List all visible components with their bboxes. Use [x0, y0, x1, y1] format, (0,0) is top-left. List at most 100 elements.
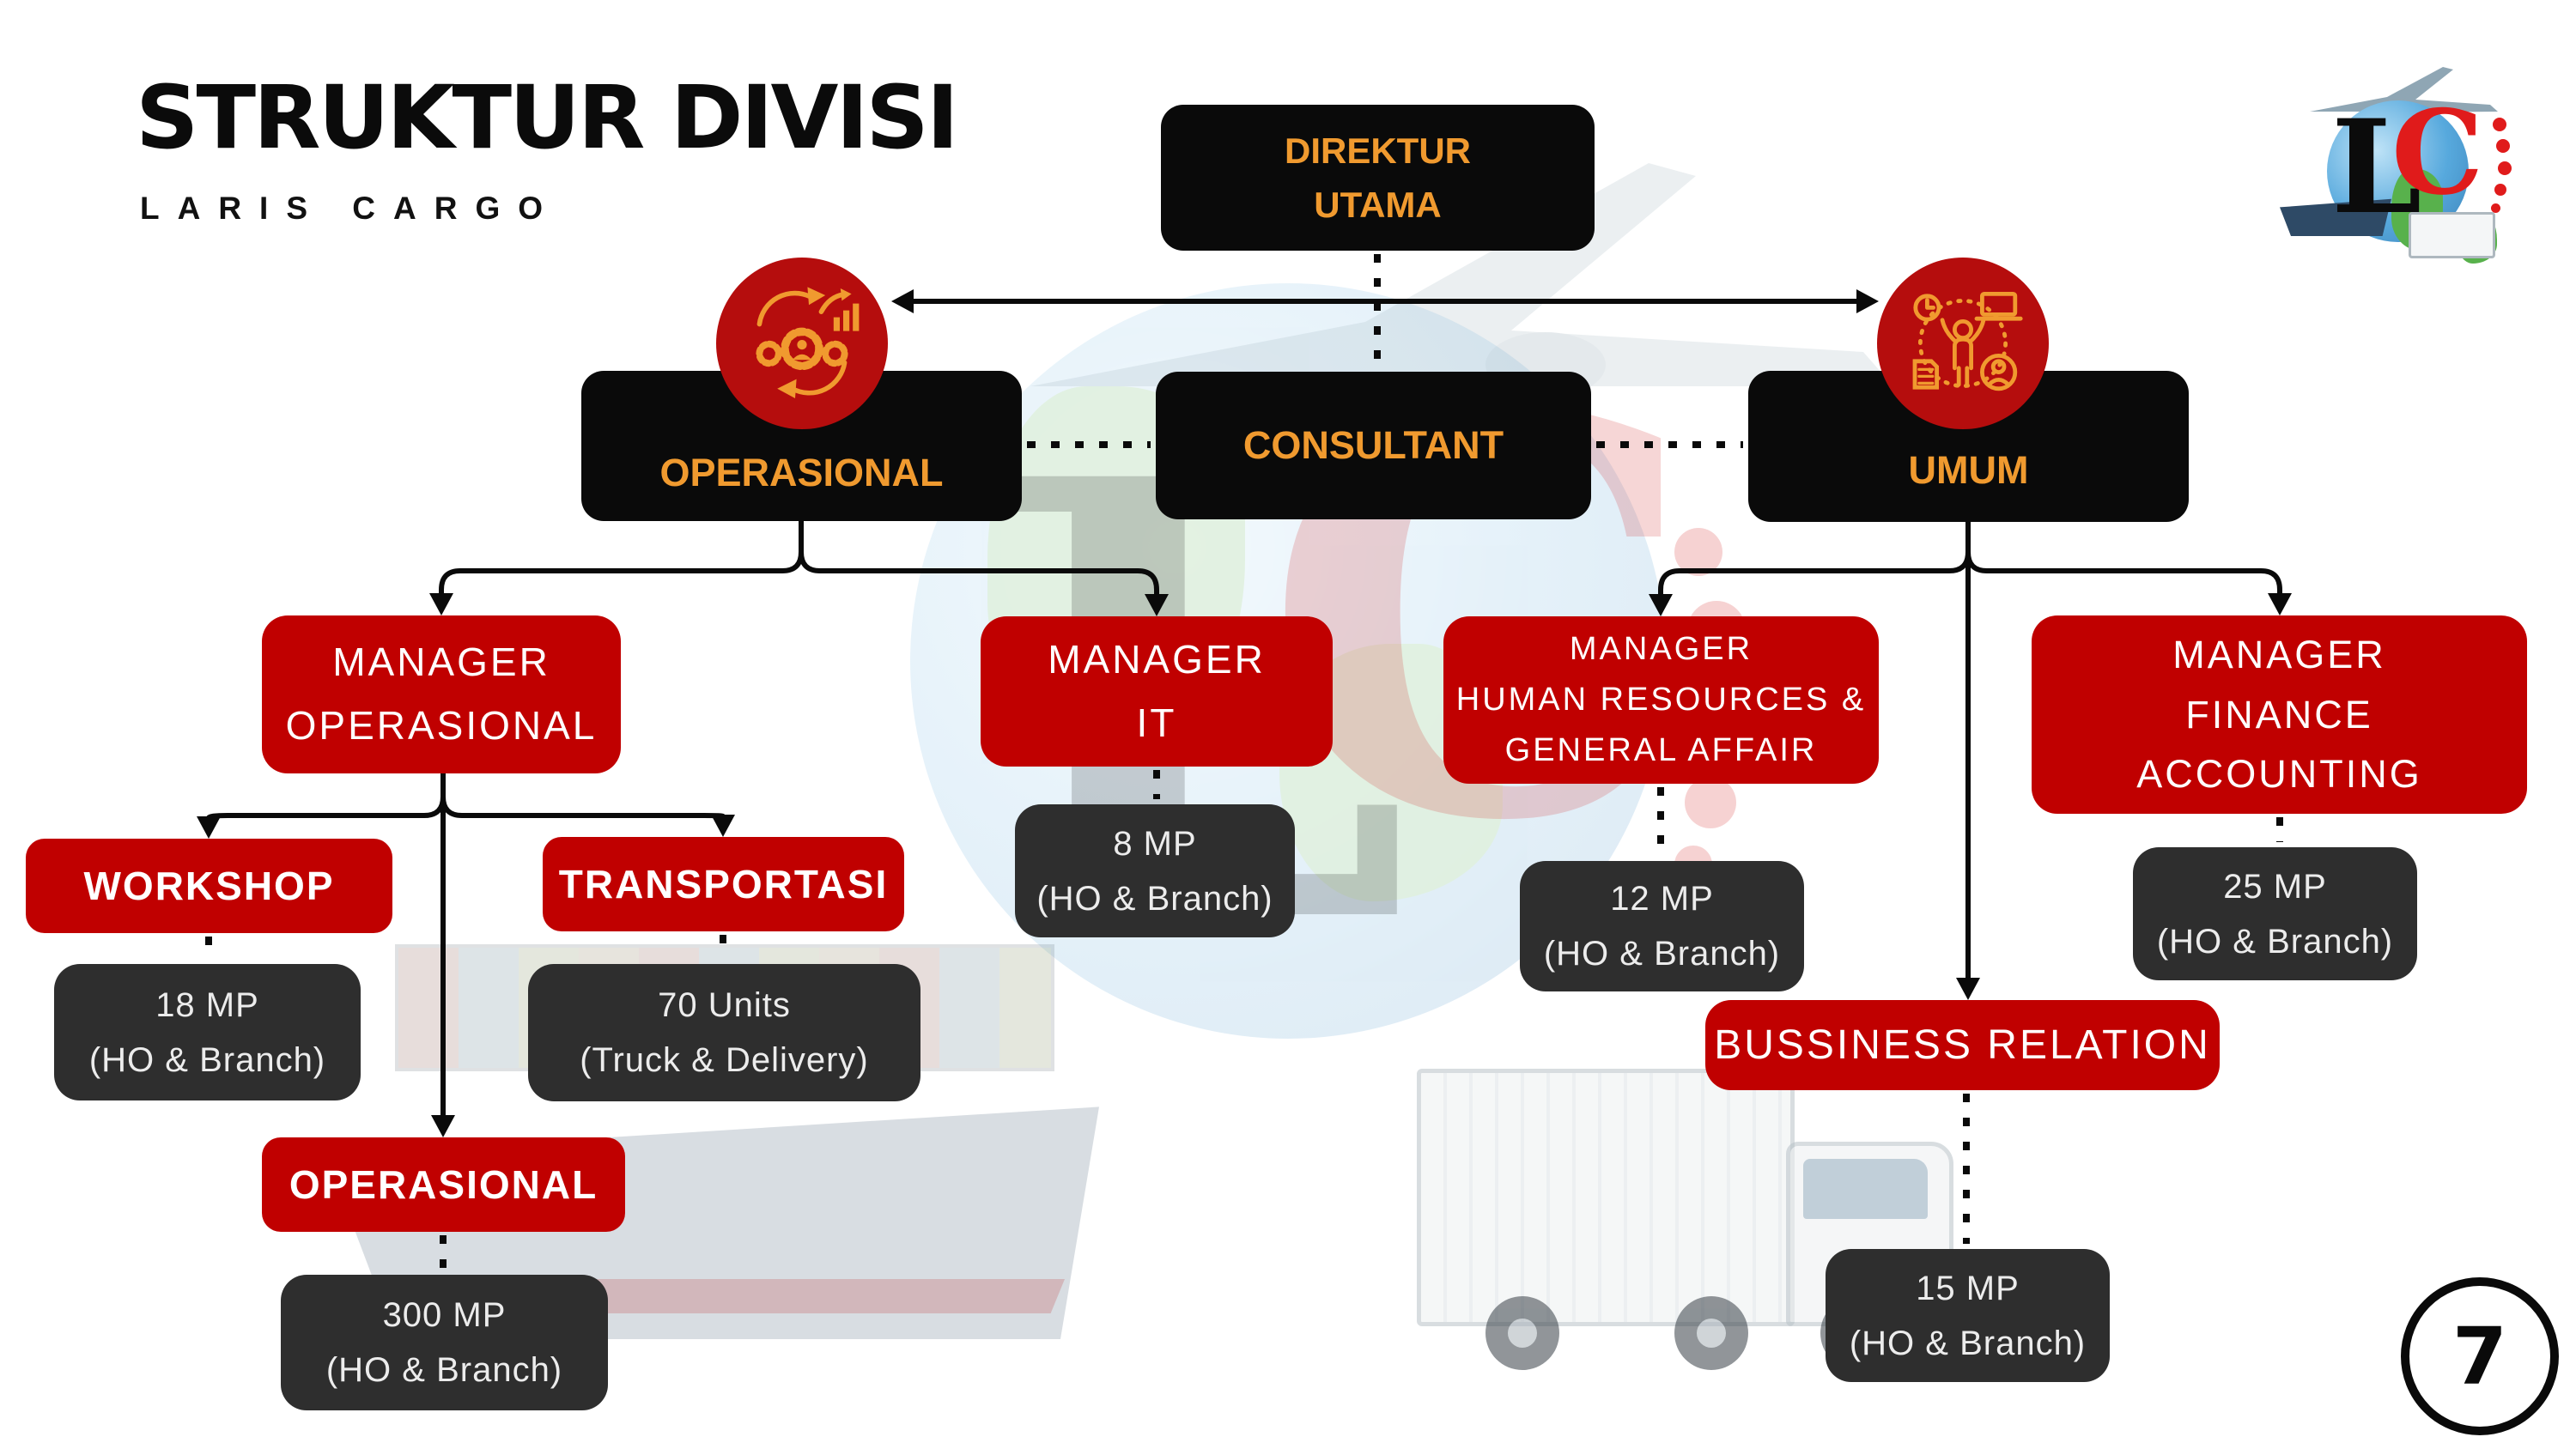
- node-label: CONSULTANT: [1242, 423, 1504, 467]
- icon-clock-hands: [1925, 298, 1935, 310]
- arrowhead-down: [197, 816, 221, 839]
- node-label: UMUM: [1908, 448, 2029, 492]
- mp-scope: (HO & Branch): [1036, 879, 1273, 918]
- mp-scope: (HO & Branch): [1849, 1324, 2087, 1362]
- node-transportasi-units: 70 Units (Truck & Delivery): [528, 964, 920, 1101]
- icon-person-body: [792, 354, 812, 361]
- mp-value: 70 Units: [658, 986, 791, 1024]
- logo-dot: [2491, 203, 2500, 213]
- node-bussiness-relation: BUSSINESS RELATION: [1705, 1000, 2220, 1090]
- connector-umum-mgr-finance: [1965, 522, 2282, 595]
- icon-bar: [843, 310, 850, 331]
- logo-letter-l: L: [2331, 92, 2422, 243]
- node-label: ACCOUNTING: [2136, 752, 2422, 797]
- icon-arrow: [807, 287, 826, 306]
- icon-person-head: [797, 340, 807, 350]
- node-transportasi: TRANSPORTASI: [543, 837, 904, 931]
- node-hr-mp: 12 MP (HO & Branch): [1520, 861, 1804, 991]
- node-label: OPERASIONAL: [659, 450, 944, 494]
- node-label: UTAMA: [1314, 185, 1442, 225]
- mp-value: 15 MP: [1916, 1269, 2020, 1307]
- node-label: IT: [1136, 700, 1177, 745]
- node-workshop: WORKSHOP: [26, 839, 392, 933]
- connector-operasional-mgr-it: [799, 521, 1159, 596]
- node-label: GENERAL AFFAIR: [1504, 731, 1818, 768]
- node-workshop-mp: 18 MP (HO & Branch): [54, 964, 361, 1100]
- connector-mgrop-transportasi: [440, 773, 726, 819]
- logo-airplane-icon: [2310, 67, 2498, 127]
- mp-value: 12 MP: [1610, 880, 1714, 918]
- arrowhead-down: [711, 815, 735, 837]
- icon-person-legs: [1956, 366, 1970, 387]
- page-subtitle: LARIS CARGO: [140, 191, 561, 226]
- logo-truck-icon: [2409, 212, 2495, 258]
- node-bussiness-mp: 15 MP (HO & Branch): [1826, 1249, 2110, 1382]
- connector-mgrop-workshop: [206, 773, 446, 820]
- process-gears-icon: [756, 287, 860, 398]
- arrowhead-down: [429, 593, 453, 615]
- logo-dot: [2496, 139, 2510, 153]
- node-finance-mp: 25 MP (HO & Branch): [2133, 847, 2417, 980]
- icon-dotted-ring: [1918, 299, 2008, 388]
- mp-scope: (HO & Branch): [325, 1351, 563, 1389]
- logo-airplane-shape: [2310, 67, 2498, 127]
- logo-dot: [2498, 161, 2512, 175]
- icon-trend-line: [818, 292, 846, 314]
- icon-document-lines: [1917, 367, 1935, 385]
- node-label: MANAGER: [1048, 636, 1266, 682]
- icon-arc: [790, 360, 848, 396]
- node-direktur-utama: DIREKTUR UTAMA: [1161, 105, 1595, 251]
- arrowhead-down: [2268, 593, 2292, 615]
- mp-value: 8 MP: [1113, 824, 1197, 863]
- node-manager-operasional: MANAGER OPERASIONAL: [262, 615, 621, 773]
- node-manager-it: MANAGER IT: [981, 616, 1333, 767]
- page-title: STRUKTUR DIVISI: [136, 67, 959, 169]
- arrowhead-down: [1956, 978, 1980, 1000]
- icon-bar: [853, 303, 860, 331]
- arrowhead-right: [1856, 289, 1879, 313]
- laris-cargo-logo: L C: [2280, 53, 2529, 272]
- node-operasional-mp: 300 MP (HO & Branch): [281, 1275, 608, 1410]
- node-label: MANAGER: [332, 640, 550, 685]
- node-label: OPERASIONAL: [289, 1162, 598, 1207]
- node-consultant: CONSULTANT: [1156, 372, 1591, 519]
- icon-clock: [1913, 294, 1941, 322]
- icon-gear: [756, 340, 782, 367]
- icon-person-circle-shoulders: [1987, 378, 2011, 387]
- mp-value: 18 MP: [155, 985, 259, 1024]
- icon-person-head: [1953, 319, 1973, 340]
- connector-operasional-mgr-operasional: [439, 521, 804, 595]
- people-management-icon: [1912, 292, 2023, 391]
- umum-badge: [1877, 258, 2049, 429]
- icon-person-arms: [1940, 318, 1986, 344]
- connector-umum-mgr-hr: [1658, 522, 1971, 596]
- arrowhead-down: [1649, 594, 1673, 616]
- node-manager-hr-ga: MANAGER HUMAN RESOURCES & GENERAL AFFAIR: [1443, 616, 1879, 784]
- icon-gear: [822, 340, 848, 367]
- node-label: MANAGER: [2172, 632, 2386, 676]
- page-number-badge: 7: [2401, 1277, 2559, 1435]
- icon-person-circle: [1980, 354, 2018, 391]
- node-label: HUMAN RESOURCES &: [1455, 682, 1867, 718]
- mp-scope: (Truck & Delivery): [580, 1041, 869, 1079]
- operasional-badge: [716, 258, 888, 429]
- arrowhead-left: [891, 289, 914, 313]
- icon-arrow: [777, 379, 797, 398]
- arrowhead-down: [431, 1115, 455, 1137]
- icon-gear: [781, 327, 823, 371]
- icon-bar: [833, 317, 840, 331]
- icon-arrow: [840, 288, 852, 301]
- icon-laptop: [1980, 292, 2018, 317]
- mp-scope: (HO & Branch): [88, 1040, 326, 1079]
- node-label: DIREKTUR: [1285, 130, 1471, 171]
- node-label: MANAGER: [1569, 631, 1753, 668]
- node-label: WORKSHOP: [83, 864, 335, 908]
- node-manager-finance-accounting: MANAGER FINANCE ACCOUNTING: [2032, 615, 2527, 814]
- icon-arc: [756, 290, 813, 327]
- icon-document: [1912, 359, 1939, 390]
- node-operasional-sub: OPERASIONAL: [262, 1137, 625, 1232]
- node-label: OPERASIONAL: [285, 703, 598, 748]
- node-label: TRANSPORTASI: [558, 862, 889, 906]
